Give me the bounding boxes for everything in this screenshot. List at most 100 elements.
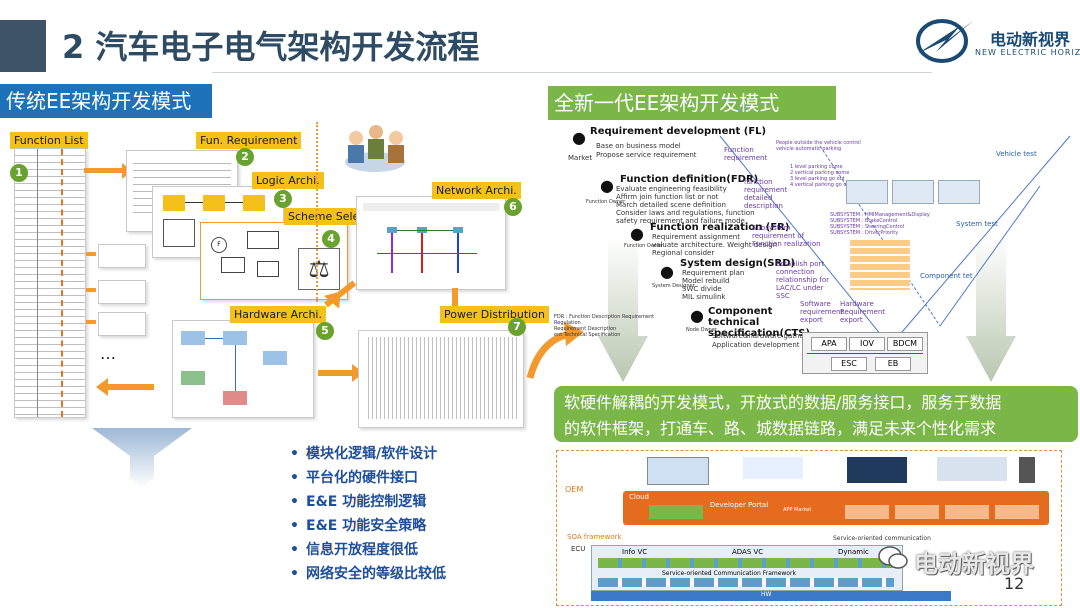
arrow-back-to-list — [108, 384, 154, 390]
role-label: Node Owner — [686, 327, 717, 333]
gray-down-arrow-left — [598, 236, 648, 382]
label-system-test: System test — [956, 220, 998, 228]
person-icon: ● — [600, 176, 614, 195]
person-icon: ● — [572, 128, 586, 147]
soa-diagram: OEM Cloud Developer Portal APP Market SO… — [556, 450, 1062, 606]
step-number-5: 5 — [316, 322, 334, 340]
scenario-note: 2 vertical parking come — [790, 170, 850, 176]
note-hardware-requirement: Hardware Requirement export — [840, 300, 886, 324]
subsystem-label: SUBSYSTEM : BrakeControl — [830, 218, 898, 224]
step-desc-line: safety requirement and failure mode — [616, 217, 745, 225]
list-item: •E&E 功能安全策略 — [290, 518, 427, 534]
step-title-function-definition: Function definition(FDR) — [620, 174, 759, 185]
tag-network-archi: Network Archi. — [432, 182, 521, 199]
step-title-component-spec: Component technical specification(CTS) — [708, 306, 811, 339]
note-detailed-description: function requirement detailed descriptio… — [744, 178, 788, 210]
right-section-title: 全新一代EE架构开发模式 — [548, 86, 836, 120]
list-item: •网络安全的等级比较低 — [290, 566, 446, 582]
soa-communication-framework: Service-oriented Communication Framework — [662, 570, 796, 577]
logo-name: 电动新视界 — [990, 30, 1071, 49]
subsystem-label: SUBSYSTEM : HMIManagement&Display — [830, 212, 930, 218]
soa-adas-vc: ADAS VC — [732, 548, 764, 556]
scenario-note: People outside the vehicle control vehic… — [776, 140, 861, 152]
title-accent-bar — [0, 20, 46, 72]
tag-fun-requirement: Fun. Requirement — [196, 132, 302, 149]
summary-box: 软硬件解耦的开发模式，开放式的数据/服务接口，服务于数据 的软件框架，打通车、路… — [554, 386, 1078, 442]
curved-transition-arrow — [526, 316, 586, 382]
soa-oem-label: OEM — [565, 485, 584, 494]
step-desc-line: March detailed scene definition — [616, 201, 726, 209]
scenario-note: 1 level parking come — [790, 164, 843, 170]
step-desc-line: Software&hardware gather, — [712, 332, 809, 340]
arrow-to-fun-req — [84, 168, 124, 173]
hw-band: HW — [591, 591, 951, 601]
step-desc-line: Evaluate engineering feasibility — [616, 185, 727, 193]
v-model-lines — [700, 126, 1080, 366]
ecu-bdcm: BDCM — [887, 337, 923, 351]
step-desc-line: valuate architecture. Weight design — [652, 241, 778, 249]
network-architecture-diagram — [356, 196, 506, 290]
function-list-mini-diagrams — [86, 244, 166, 364]
dotted-divider — [316, 122, 318, 302]
tag-scheme-select: Scheme Select — [284, 208, 374, 225]
list-item: •E&E 功能控制逻辑 — [290, 494, 427, 510]
ecu-block: APA IOV BDCM ESC EB — [802, 332, 928, 374]
step-desc-line: MIL simulink — [682, 293, 726, 301]
page-number: 12 — [1004, 574, 1025, 593]
soa-developer-portal: Developer Portal — [709, 501, 769, 509]
ecu-apa: APA — [811, 337, 847, 351]
soa-info-vc: Info VC — [622, 548, 648, 556]
summary-line-2: 的软件框架，打通车、路、城数据链路，满足未来个性化需求 — [564, 419, 997, 438]
header-divider — [212, 72, 932, 73]
ecu-eb: EB — [875, 357, 911, 371]
ecu-esc: ESC — [831, 357, 867, 371]
step-desc-line: Regional consider — [652, 249, 715, 257]
step-desc-line: Requirement assignment — [652, 233, 740, 241]
logo-subtitle: NEW ELECTRIC HORIZON — [975, 48, 1080, 57]
step-title-system-design: System design(SRD) — [680, 258, 796, 269]
step-number-1: 1 — [10, 164, 28, 182]
step-number-7: 7 — [508, 318, 526, 336]
watermark-text: 电动新视界 — [914, 550, 1034, 578]
label-component-test: Component tet — [920, 272, 973, 280]
step-desc-line: Base on business model — [596, 142, 681, 150]
function-list-table — [14, 148, 86, 418]
subsystem-label: SUBSYSTEM : DriverPriority — [830, 230, 899, 236]
scale-icon: ⚖ — [298, 248, 340, 290]
soa-dynamic: Dynamic — [838, 548, 869, 556]
scenario-note: 3 level parking go out — [790, 176, 845, 182]
page-title: 2 汽车电子电气架构开发流程 — [62, 28, 480, 66]
arrow-down-power — [452, 288, 458, 312]
person-icon: ● — [660, 262, 674, 281]
arrow-power-to-hardware — [318, 370, 354, 376]
tag-logic-archi: Logic Archi. — [252, 172, 324, 189]
list-item: •信息开放程度很低 — [290, 542, 418, 558]
label-vehicle-test: Vehicle test — [996, 150, 1037, 158]
ecu-iov: IOV — [849, 337, 885, 351]
ellipsis: … — [100, 344, 116, 363]
arrow-back-to-list-head — [96, 378, 108, 396]
down-funnel-arrow — [92, 428, 192, 488]
soa-ecu-label: ECU — [571, 545, 586, 553]
step-number-2: 2 — [236, 148, 254, 166]
fdr-legend: FDR : Function Description Requirement R… — [554, 314, 655, 338]
list-item: •平台化的硬件接口 — [290, 470, 418, 486]
cloud-band: Cloud Developer Portal APP Market — [623, 491, 1049, 525]
soa-cloud-label: Cloud — [629, 493, 649, 501]
step-desc-line: Affirm join function list or not — [616, 193, 719, 201]
step-title-requirement: Requirement development (FL) — [590, 126, 767, 137]
person-icon: ● — [630, 224, 644, 243]
subsystem-blocks — [850, 240, 910, 290]
logo-icon — [912, 14, 982, 64]
soa-app-market: APP Market — [783, 507, 812, 513]
soa-framework-label: SOA framework — [567, 533, 622, 541]
step-number-4: 4 — [322, 230, 340, 248]
note-software-requirement: Software requirement export — [800, 300, 844, 324]
power-distribution-diagram — [358, 330, 524, 428]
ecu-layer: Info VC ADAS VC Dynamic Service-oriented… — [591, 545, 903, 591]
summary-line-1: 软硬件解耦的开发模式，开放式的数据/服务接口，服务于数据 — [564, 393, 1002, 412]
note-subsystem-requirement: Subsystem requirement of Function realiz… — [752, 224, 821, 248]
role-label: Function Owner — [624, 243, 664, 249]
list-item: •模块化逻辑/软件设计 — [290, 446, 438, 462]
team-meeting-picture — [332, 118, 418, 180]
